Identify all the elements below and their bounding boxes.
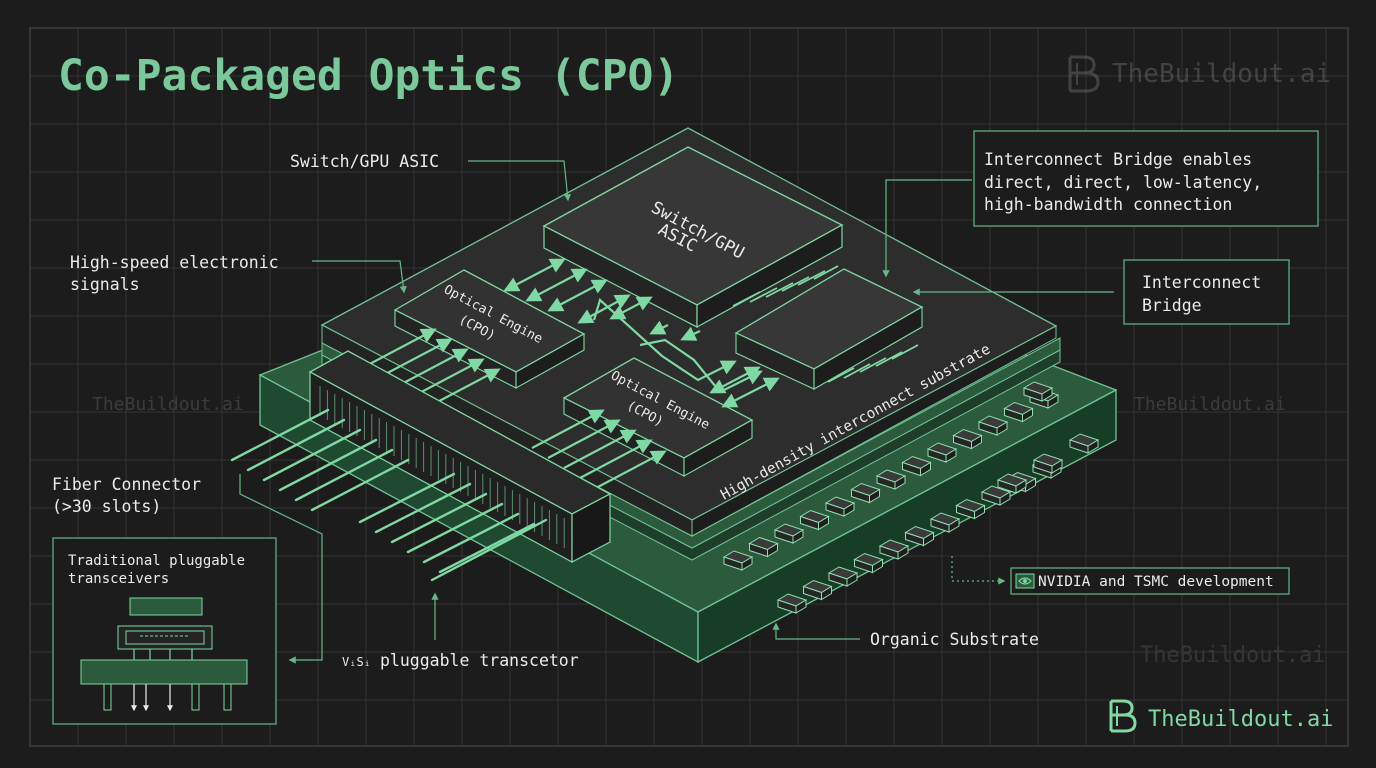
solder-bump bbox=[904, 525, 935, 547]
callout-fiber-line1: Fiber Connector bbox=[52, 475, 201, 494]
solder-bump bbox=[955, 498, 986, 520]
solder-bump bbox=[824, 496, 856, 517]
solder-bump bbox=[980, 485, 1012, 506]
solder-bump bbox=[1022, 381, 1054, 402]
callout-vs-prefix: VᵢSᵢ bbox=[342, 655, 371, 669]
solder-bump bbox=[748, 536, 779, 558]
leader-organic bbox=[772, 622, 860, 640]
solder-bump bbox=[952, 428, 983, 450]
brand-logo-bottom: TheBuildout.ai bbox=[1109, 699, 1333, 733]
solder-bump bbox=[1068, 433, 1100, 454]
nvidia-box bbox=[1010, 567, 1290, 595]
solder-bump bbox=[929, 512, 961, 533]
buildout-b-logo-icon bbox=[1068, 55, 1100, 93]
watermark-left: TheBuildout.ai bbox=[92, 394, 244, 415]
solder-bump bbox=[875, 469, 907, 490]
solder-bump bbox=[996, 473, 1028, 494]
page-title: Co-Packaged Optics (CPO) bbox=[58, 51, 679, 101]
callout-organic: Organic Substrate bbox=[870, 630, 1039, 649]
leader-bridge-note bbox=[882, 179, 972, 278]
traditional-label-line2: transceivers bbox=[68, 571, 169, 587]
solder-bump bbox=[1032, 453, 1064, 474]
watermark-bottom-right: TheBuildout.ai bbox=[1140, 643, 1325, 668]
optical-arrows-engine-2 bbox=[531, 409, 667, 489]
solder-bump bbox=[901, 455, 932, 477]
callout-high-speed-line2: signals bbox=[70, 275, 140, 294]
asic-chip: Switch/GPU ASIC bbox=[542, 146, 844, 329]
bridge-label-line1: Interconnect bbox=[1142, 273, 1261, 292]
solder-bump bbox=[878, 539, 910, 560]
cpo-package: Switch/GPU ASIC Optical Engine (CPO) Opt… bbox=[230, 127, 1118, 664]
nvidia-label: NVIDIA and TSMC development bbox=[1038, 574, 1274, 590]
nvidia-eye-icon bbox=[1015, 573, 1035, 589]
callout-high-speed-line1: High-speed electronic bbox=[70, 253, 279, 272]
leader-high-speed bbox=[312, 260, 407, 294]
brand-name: TheBuildout.ai bbox=[1148, 707, 1333, 732]
callout-asic: Switch/GPU ASIC bbox=[290, 152, 439, 171]
buildout-b-logo-icon bbox=[1109, 699, 1137, 733]
solder-bump bbox=[926, 442, 958, 463]
bridge-note-line3: high-bandwidth connection bbox=[984, 195, 1232, 214]
leader-asic bbox=[468, 160, 571, 202]
solder-bump bbox=[802, 579, 833, 601]
watermark-right: TheBuildout.ai bbox=[1134, 394, 1286, 415]
bridge-label-box bbox=[1123, 259, 1290, 325]
fiber-connector bbox=[308, 350, 612, 564]
frame-border bbox=[29, 27, 1349, 747]
solder-bump bbox=[977, 415, 1009, 436]
leader-nvidia bbox=[951, 556, 1006, 585]
solder-bump bbox=[1003, 401, 1034, 423]
solder-bump bbox=[850, 482, 881, 504]
traditional-transceiver-inset: Traditional pluggable transceivers bbox=[52, 537, 277, 725]
callout-vs-text: pluggable transcetor bbox=[380, 651, 579, 670]
asic-bridge-traces bbox=[732, 265, 919, 383]
solder-bump bbox=[799, 509, 830, 531]
traditional-label-line1: Traditional pluggable bbox=[68, 553, 245, 569]
bridge-label-line2: Bridge bbox=[1142, 296, 1202, 315]
solder-bump bbox=[773, 523, 805, 544]
callout-fiber-line2: (>30 slots) bbox=[52, 497, 161, 516]
signal-arrows bbox=[503, 258, 780, 408]
leader-fiber bbox=[239, 474, 323, 664]
solder-bump bbox=[853, 552, 884, 574]
bridge-note-line2: direct, direct, low-latency, bbox=[984, 173, 1262, 192]
solder-bump bbox=[722, 550, 754, 571]
interconnect-bridge-chip bbox=[734, 268, 924, 390]
bridge-note-box bbox=[973, 130, 1319, 227]
watermark-brand-top: TheBuildout.ai bbox=[1112, 59, 1331, 89]
fiber-strands bbox=[230, 408, 548, 582]
bridge-note-line1: Interconnect Bridge enables bbox=[984, 150, 1252, 169]
watermark-logo-top: TheBuildout.ai bbox=[1068, 55, 1331, 93]
solder-bump bbox=[827, 566, 859, 587]
solder-bump bbox=[776, 593, 808, 614]
solder-bumps bbox=[722, 381, 1100, 614]
